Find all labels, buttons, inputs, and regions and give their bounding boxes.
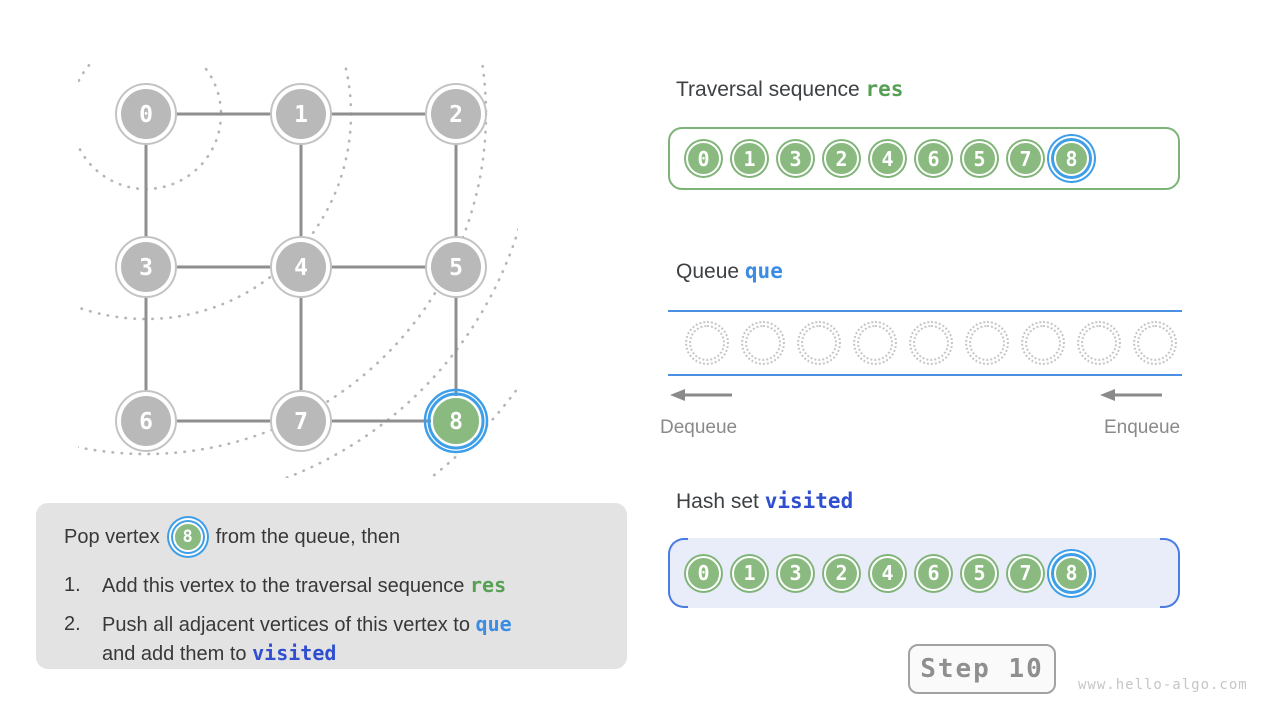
svg-text:7: 7 (294, 409, 308, 435)
res-item: 3 (778, 141, 813, 176)
svg-text:3: 3 (139, 255, 153, 281)
code-res: res (469, 573, 507, 597)
step-2-text: Push all adjacent vertices of this verte… (102, 614, 470, 636)
traversal-sequence-box: 0 1 3 2 4 6 5 7 8 (668, 127, 1180, 190)
step-2-text-2: and add them to (102, 643, 247, 665)
code-que: que (475, 612, 512, 636)
res-title-code: res (865, 77, 904, 101)
visited-item: 4 (870, 555, 905, 591)
pop-suffix-text: from the queue, then (215, 525, 401, 548)
res-item: 0 (686, 141, 721, 176)
code-visited: visited (252, 641, 337, 665)
queue-empty-slot (1077, 321, 1121, 365)
graph-vertex-7: 7 (270, 390, 332, 452)
visited-item-current: 8 (1054, 555, 1089, 591)
graph-vertex-6: 6 (115, 390, 177, 452)
enqueue-arrow-icon (1100, 389, 1162, 401)
instruction-list: 1. Add this vertex to the traversal sequ… (36, 571, 627, 668)
step-1-text: Add this vertex to the traversal sequenc… (102, 575, 465, 597)
svg-text:1: 1 (294, 102, 308, 128)
hash-set-box: 0 1 3 2 4 6 5 7 8 (668, 538, 1180, 608)
res-item: 2 (824, 141, 859, 176)
graph-vertex-8-current: 8 (423, 388, 489, 454)
queue-empty-slot (853, 321, 897, 365)
res-item: 5 (962, 141, 997, 176)
res-item: 4 (870, 141, 905, 176)
queue-section-title: Queue que (676, 259, 783, 284)
svg-text:4: 4 (294, 255, 308, 281)
step-2-number: 2. (64, 613, 81, 635)
svg-text:8: 8 (449, 409, 463, 435)
queue-empty-slot (909, 321, 953, 365)
enqueue-label: Enqueue (1104, 417, 1181, 438)
graph-vertex-0: 0 (115, 83, 177, 145)
queue-box (668, 310, 1182, 376)
instruction-box: Pop vertex 8 from the queue, then 1. Add… (36, 503, 627, 669)
watermark-text: www.hello-algo.com (1078, 677, 1248, 693)
queue-empty-slot (685, 321, 729, 365)
instruction-pop-line: Pop vertex 8 from the queue, then (36, 503, 627, 555)
svg-text:6: 6 (139, 409, 153, 435)
visited-item: 1 (732, 555, 767, 591)
graph-vertex-1: 1 (270, 83, 332, 145)
queue-title-code: que (744, 259, 783, 283)
graph-vertex-4: 4 (270, 236, 332, 298)
visited-title-text: Hash set (676, 490, 759, 513)
svg-text:2: 2 (449, 102, 463, 128)
visited-item: 2 (824, 555, 859, 591)
queue-empty-slot (1133, 321, 1177, 365)
visited-item: 0 (686, 555, 721, 591)
queue-empty-slot (1021, 321, 1065, 365)
queue-empty-slot (797, 321, 841, 365)
queue-empty-slot (741, 321, 785, 365)
instruction-step-2: 2. Push all adjacent vertices of this ve… (64, 610, 627, 668)
res-section-title: Traversal sequence res (676, 77, 903, 102)
svg-text:0: 0 (139, 102, 153, 128)
svg-text:5: 5 (449, 255, 463, 281)
res-item: 1 (732, 141, 767, 176)
res-title-text: Traversal sequence (676, 78, 860, 101)
visited-title-code: visited (764, 489, 854, 513)
visited-section-title: Hash set visited (676, 489, 853, 514)
dequeue-arrow-icon (670, 389, 732, 401)
queue-title-text: Queue (676, 260, 740, 283)
graph-canvas: 0 1 2 3 4 5 6 7 8 (78, 64, 518, 478)
visited-item: 6 (916, 555, 951, 591)
step-indicator-button[interactable]: Step 10 (908, 644, 1056, 694)
current-vertex-badge: 8 (172, 522, 203, 552)
pop-prefix-text: Pop vertex (64, 525, 160, 548)
visited-item: 3 (778, 555, 813, 591)
res-item: 7 (1008, 141, 1043, 176)
graph-vertex-3: 3 (115, 236, 177, 298)
res-item-current: 8 (1054, 141, 1089, 176)
step-1-number: 1. (64, 574, 81, 596)
queue-empty-slot (965, 321, 1009, 365)
graph-vertex-2: 2 (425, 83, 487, 145)
dequeue-label: Dequeue (660, 417, 738, 438)
graph-vertex-5: 5 (425, 236, 487, 298)
instruction-step-1: 1. Add this vertex to the traversal sequ… (64, 571, 627, 600)
res-item: 6 (916, 141, 951, 176)
visited-item: 7 (1008, 555, 1043, 591)
visited-item: 5 (962, 555, 997, 591)
